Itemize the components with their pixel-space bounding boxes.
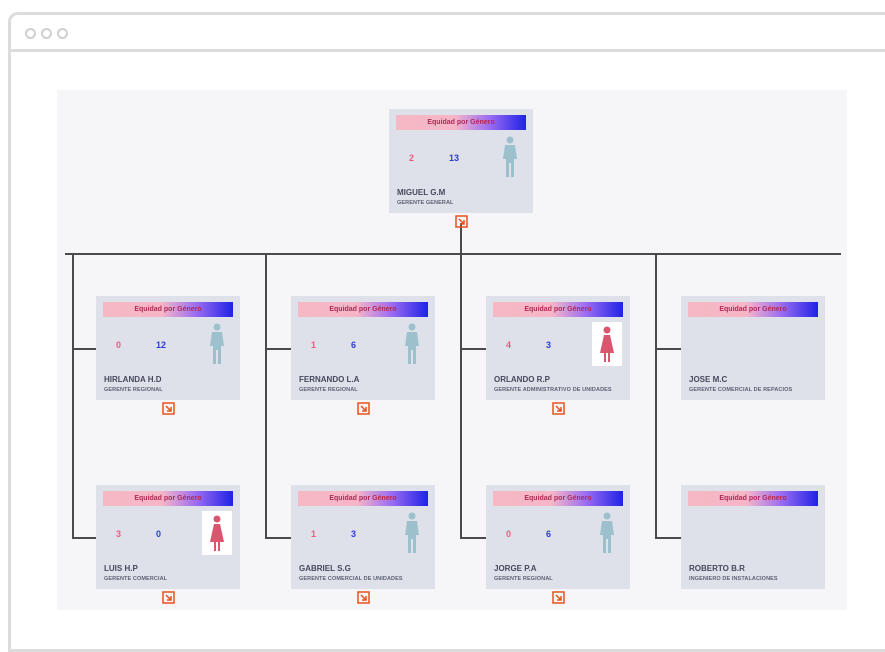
org-chart-canvas: Equidad por Género 2 13 MIGUEL G.M GEREN… [57, 90, 847, 610]
gender-equity-banner: Equidad por Género [493, 302, 623, 317]
connector-branch [265, 348, 291, 350]
male-count: 12 [156, 340, 167, 350]
employee-role: GERENTE COMERCIAL DE REPACIOS [689, 387, 793, 393]
org-card[interactable]: Equidad por Género ROBERTO B.R INGENIERO… [681, 485, 825, 589]
expand-node-icon[interactable] [357, 591, 370, 604]
employee-name: JORGE P.A [494, 564, 537, 573]
window-control-dot-2[interactable] [41, 28, 52, 39]
employee-role: GERENTE ADMINISTRATIVO DE UNIDADES [494, 387, 612, 393]
org-card[interactable]: Equidad por Género 0 6 JORGE P.A GERENTE… [486, 485, 630, 589]
male-count: 3 [546, 340, 552, 350]
employee-role: GERENTE REGIONAL [494, 576, 553, 582]
employee-role: GERENTE GENERAL [397, 200, 454, 206]
org-card[interactable]: Equidad por Género 0 12 HIRLANDA H.D GER… [96, 296, 240, 400]
male-silhouette-icon [202, 322, 232, 366]
employee-name: ORLANDO R.P [494, 375, 550, 384]
male-count: 6 [351, 340, 357, 350]
gender-equity-banner: Equidad por Género [103, 302, 233, 317]
connector-branch [655, 537, 681, 539]
expand-node-icon[interactable] [455, 215, 468, 228]
connector-root-stem [460, 223, 462, 253]
expand-node-icon[interactable] [552, 402, 565, 415]
male-silhouette-icon [495, 135, 525, 179]
org-card[interactable]: Equidad por Género 4 3 ORLANDO R.P GEREN… [486, 296, 630, 400]
window-control-dot-1[interactable] [25, 28, 36, 39]
male-silhouette-icon [592, 511, 622, 555]
gender-equity-banner: Equidad por Género [493, 491, 623, 506]
employee-name: LUIS H.P [104, 564, 138, 573]
gender-equity-banner: Equidad por Género [688, 491, 818, 506]
employee-role: GERENTE REGIONAL [104, 387, 163, 393]
female-silhouette-icon [592, 322, 622, 366]
connector-col-1 [72, 253, 74, 538]
employee-role: GERENTE COMERCIAL DE UNIDADES [299, 576, 403, 582]
gender-equity-banner: Equidad por Género [688, 302, 818, 317]
connector-col-4 [655, 253, 657, 538]
male-count: 3 [351, 529, 357, 539]
employee-name: JOSE M.C [689, 375, 728, 384]
expand-node-icon[interactable] [162, 591, 175, 604]
gender-equity-banner: Equidad por Género [298, 302, 428, 317]
employee-name: FERNANDO L.A [299, 375, 360, 384]
connector-main-horizontal [65, 253, 841, 255]
female-count: 0 [506, 529, 512, 539]
employee-name: ROBERTO B.R [689, 564, 745, 573]
connector-col-2 [265, 253, 267, 538]
male-silhouette-icon [397, 322, 427, 366]
employee-role: GERENTE REGIONAL [299, 387, 358, 393]
employee-role: GERENTE COMERCIAL [104, 576, 168, 582]
expand-node-icon[interactable] [552, 591, 565, 604]
expand-node-icon[interactable] [357, 402, 370, 415]
female-count: 3 [116, 529, 122, 539]
employee-name: GABRIEL S.G [299, 564, 351, 573]
female-count: 1 [311, 529, 317, 539]
female-silhouette-icon [202, 511, 232, 555]
employee-role: INGENIERO DE INSTALACIONES [689, 576, 778, 582]
connector-branch [460, 537, 486, 539]
window-control-dot-3[interactable] [57, 28, 68, 39]
org-card[interactable]: Equidad por Género 3 0 LUIS H.P GERENTE … [96, 485, 240, 589]
expand-node-icon[interactable] [162, 402, 175, 415]
female-count: 1 [311, 340, 317, 350]
connector-branch [265, 537, 291, 539]
male-count: 13 [449, 153, 460, 163]
connector-branch [655, 348, 681, 350]
gender-equity-banner: Equidad por Género [103, 491, 233, 506]
female-count: 0 [116, 340, 122, 350]
window-titlebar [11, 15, 885, 52]
employee-name: MIGUEL G.M [397, 188, 446, 197]
male-count: 6 [546, 529, 552, 539]
connector-branch [72, 537, 96, 539]
connector-branch [460, 348, 486, 350]
gender-equity-banner: Equidad por Género [298, 491, 428, 506]
gender-equity-banner: Equidad por Género [396, 115, 526, 130]
connector-col-3 [460, 253, 462, 538]
org-card[interactable]: Equidad por Género JOSE M.C GERENTE COME… [681, 296, 825, 400]
connector-branch [72, 348, 96, 350]
org-card-root[interactable]: Equidad por Género 2 13 MIGUEL G.M GEREN… [389, 109, 533, 213]
org-card[interactable]: Equidad por Género 1 6 FERNANDO L.A GERE… [291, 296, 435, 400]
male-silhouette-icon [397, 511, 427, 555]
org-card[interactable]: Equidad por Género 1 3 GABRIEL S.G GEREN… [291, 485, 435, 589]
employee-name: HIRLANDA H.D [104, 375, 162, 384]
female-count: 4 [506, 340, 512, 350]
male-count: 0 [156, 529, 162, 539]
female-count: 2 [409, 153, 415, 163]
